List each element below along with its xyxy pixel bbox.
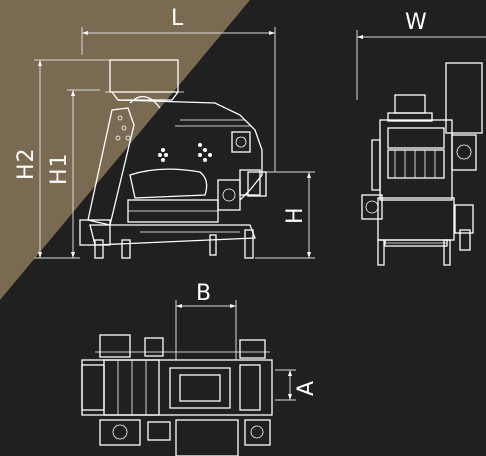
dimension-L: L bbox=[81, 6, 276, 172]
dimension-label-L: L bbox=[171, 6, 184, 31]
side-view-machine bbox=[79, 59, 267, 259]
dimension-H2: H2 bbox=[14, 59, 110, 259]
top-view: B A bbox=[81, 281, 319, 456]
front-view-machine bbox=[361, 62, 483, 266]
dimension-H1: H1 bbox=[47, 89, 100, 258]
dimension-label-W: W bbox=[405, 10, 428, 35]
front-view: W bbox=[356, 10, 486, 266]
diagonal-accent-panel bbox=[0, 0, 250, 300]
side-view: L H2 H1 H bbox=[14, 6, 315, 259]
dimension-A: A bbox=[275, 369, 319, 401]
dimension-B: B bbox=[175, 281, 237, 360]
dimension-label-H1: H1 bbox=[47, 152, 72, 185]
dimension-W: W bbox=[356, 10, 486, 100]
rotor-pattern bbox=[158, 143, 212, 162]
dimension-label-H: H bbox=[283, 206, 308, 224]
dimension-label-H2: H2 bbox=[14, 147, 39, 180]
top-view-machine bbox=[81, 334, 273, 456]
dimension-label-B: B bbox=[196, 281, 212, 306]
dimension-label-A: A bbox=[294, 380, 319, 396]
dimension-H: H bbox=[255, 171, 315, 259]
